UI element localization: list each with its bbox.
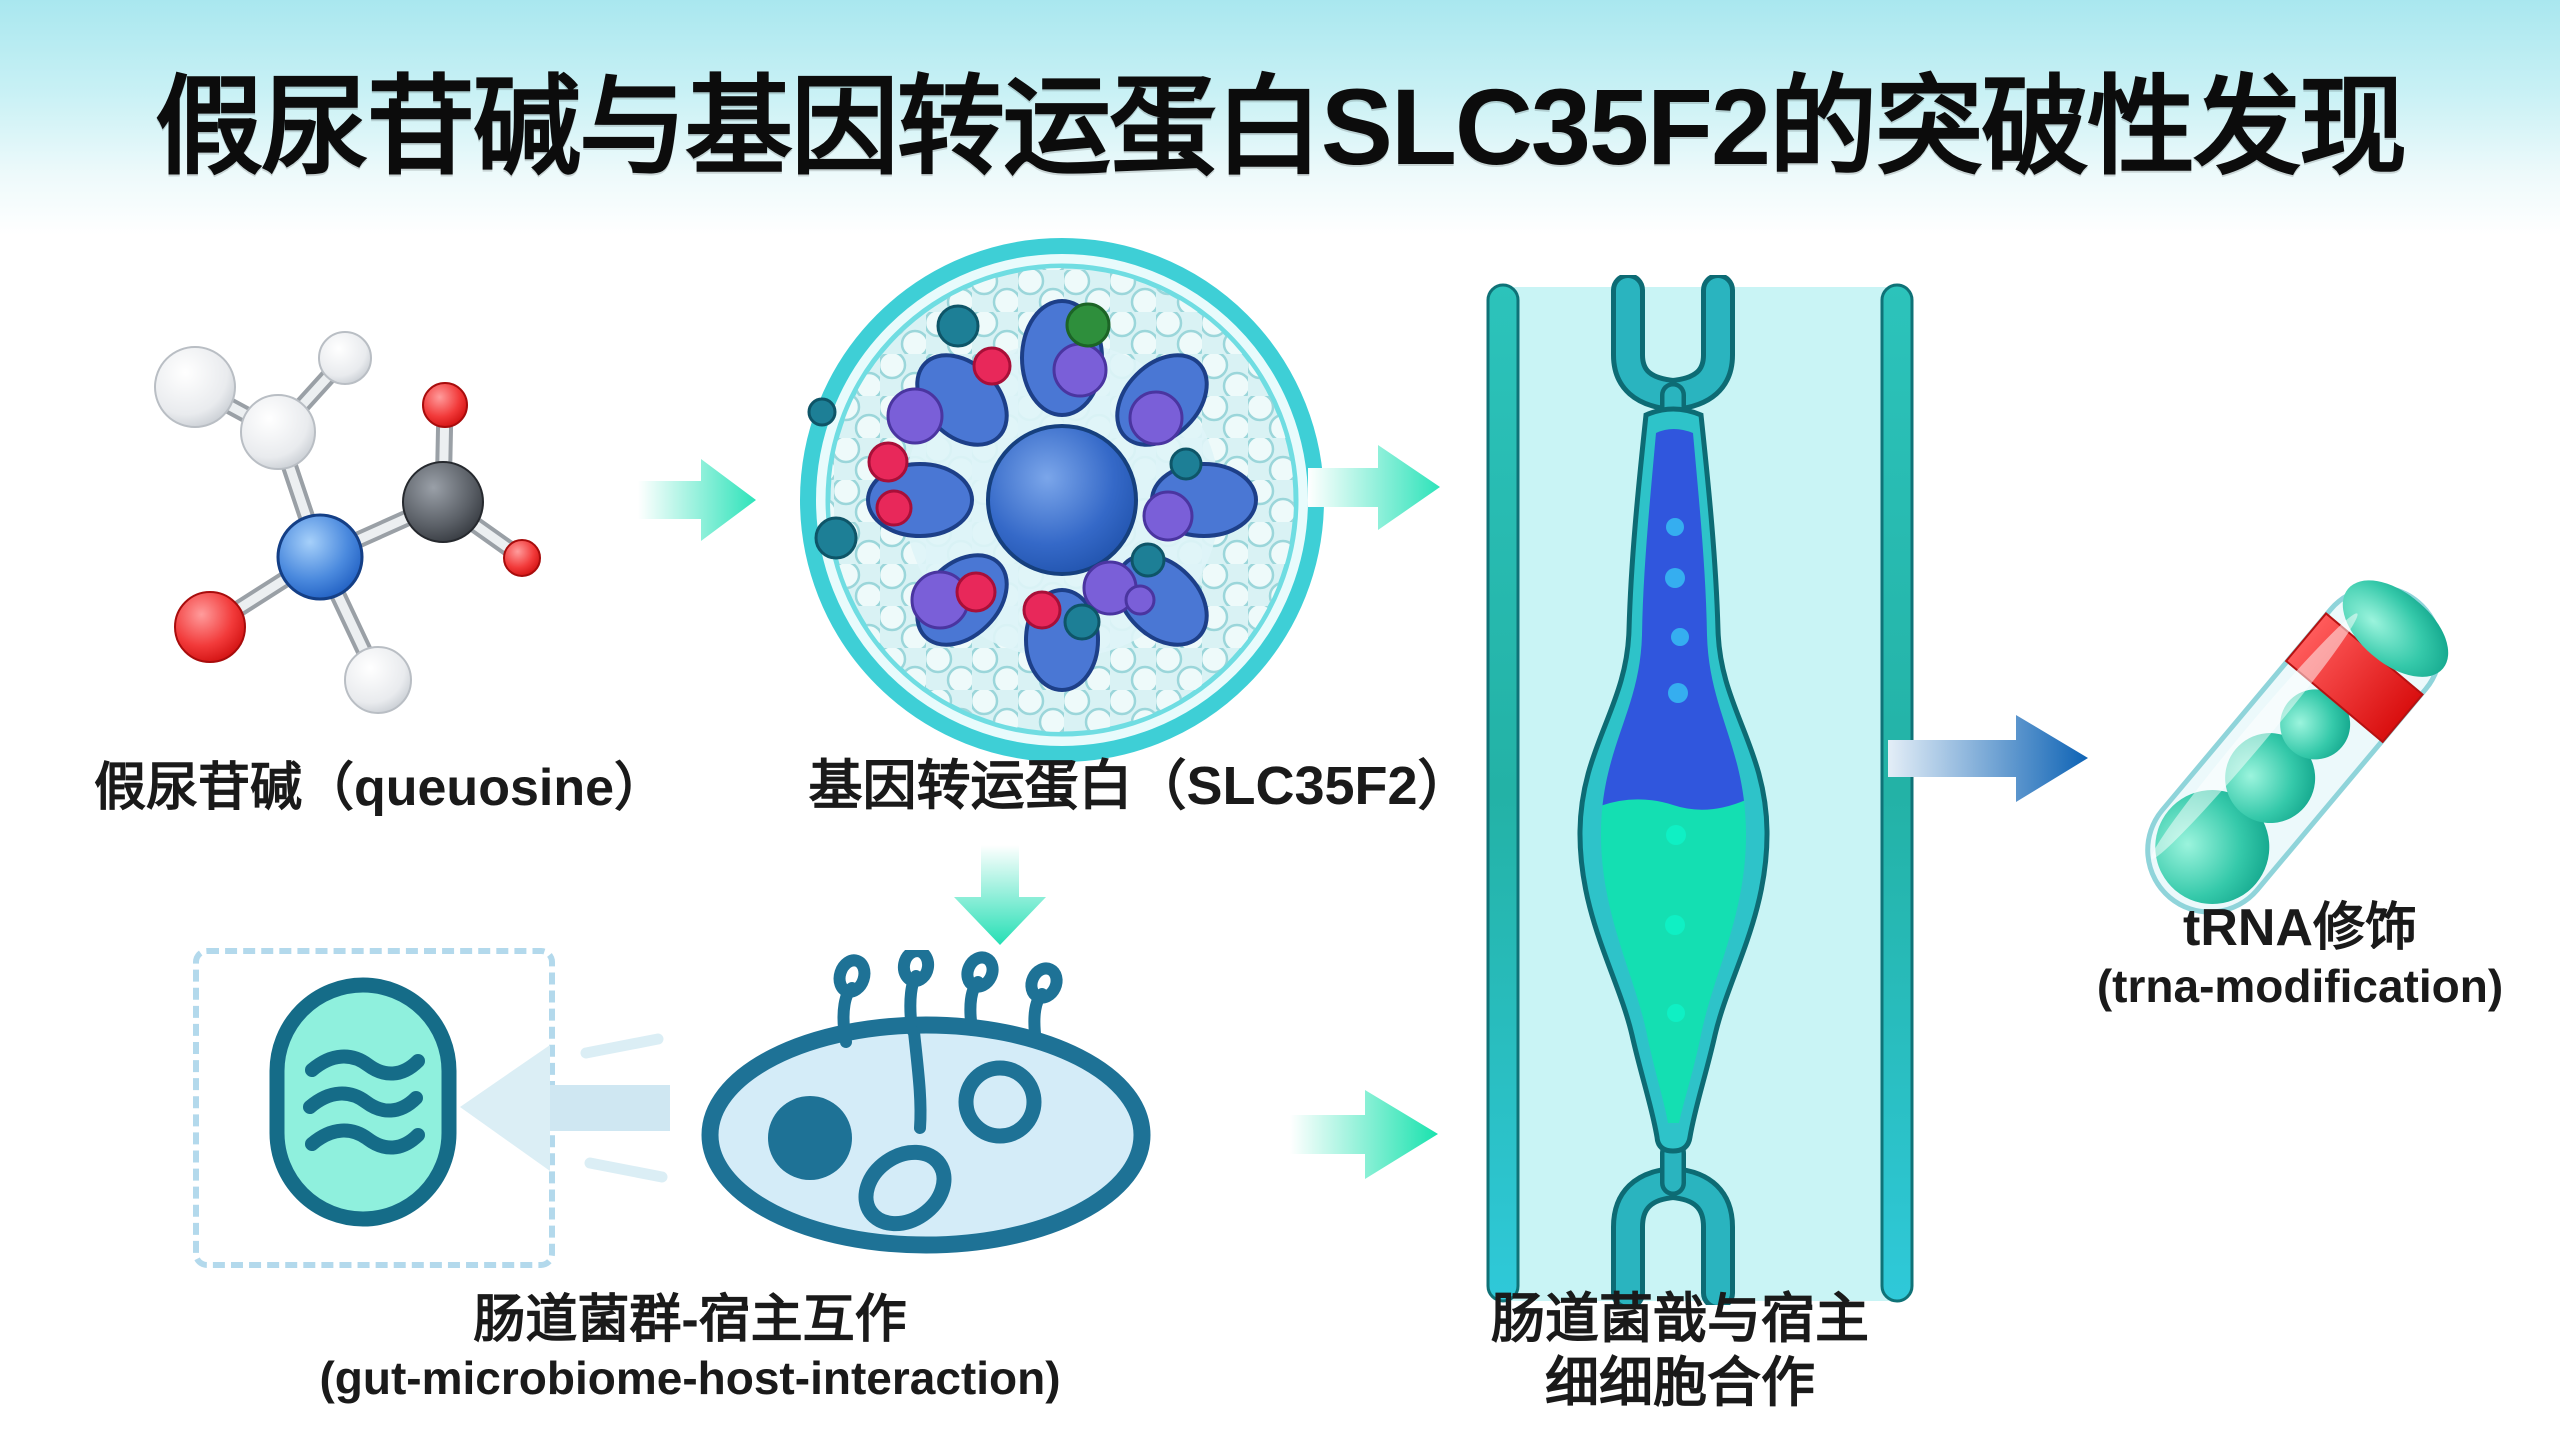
channel-right-wall xyxy=(1880,283,1914,1303)
arrow-right-channel-to-trna-icon xyxy=(1888,715,2088,802)
arrow-down-transporter-to-bacterium-icon xyxy=(954,845,1046,945)
carbon-atom-dark xyxy=(402,461,484,543)
green-cargo-dot xyxy=(1065,302,1111,348)
transporter-label: 基因转运蛋白（SLC35F2） xyxy=(808,756,1472,816)
gut-host-cell-label-line1: 肠道菌戠与宿主 xyxy=(1491,1289,1869,1349)
oxygen-atom xyxy=(174,591,246,663)
page-title: 假尿苷碱与基因转运蛋白SLC35F2的突破性发现 xyxy=(154,65,2407,187)
gut-bacterium-icon xyxy=(701,950,1151,1254)
oxygen-atom xyxy=(422,382,468,428)
arrow-right-molecule-to-vesicle-icon xyxy=(638,459,756,541)
trna-capsule-icon xyxy=(2145,580,2449,915)
bacterium-pili xyxy=(833,950,1063,1134)
channel-left-wall xyxy=(1486,283,1520,1303)
gut-microbiome-label-en: (gut-microbiome-host-interaction) xyxy=(319,1352,1061,1405)
queuosine-label: 假尿苷碱（queuosine） xyxy=(93,759,667,817)
hydrogen-atom xyxy=(344,646,412,714)
hydrogen-atom xyxy=(318,331,372,385)
nitrogen-atom xyxy=(276,513,364,601)
gut-microbiome-label-zh: 肠道菌群-宿主互作 xyxy=(473,1291,907,1349)
trna-end-cap xyxy=(2342,580,2449,677)
header-band: 假尿苷碱与基因转运蛋白SLC35F2的突破性发现 xyxy=(0,0,2560,235)
beam-arrow-left-icon xyxy=(460,1033,670,1183)
gut-host-cell-label-line2: 细细胞合作 xyxy=(1545,1352,1815,1413)
oxygen-atom xyxy=(503,539,541,577)
vesicle-cargo-dots xyxy=(807,302,1203,641)
arrow-right-vesicle-to-channel-icon xyxy=(1308,445,1440,530)
bacterium-granule xyxy=(858,1144,952,1232)
bacterium-nucleoid xyxy=(768,1096,852,1180)
molecule-atoms xyxy=(154,331,541,714)
transporter-vesicle-icon xyxy=(800,238,1324,762)
hydrogen-atom xyxy=(154,346,236,428)
trna-label: tRNA修饰 (trna-modification) xyxy=(2020,898,2560,1014)
gut-channel-icon xyxy=(1486,275,1914,1305)
carbon-atom-light xyxy=(240,394,316,470)
gut-host-cell-label: 肠道菌戠与宿主 细细胞合作 xyxy=(1430,1288,1930,1415)
trna-glass-shine xyxy=(2151,613,2358,859)
trna-bead-small xyxy=(2280,689,2351,760)
droplet-bubbles xyxy=(1665,518,1689,1022)
channel-bottom-funnel xyxy=(1611,1140,1735,1305)
arrow-right-bacterium-to-channel-icon xyxy=(1290,1090,1438,1179)
queuosine-molecule-icon xyxy=(154,331,541,714)
microbiome-capsule-icon xyxy=(269,977,670,1227)
trna-label-en: (trna-modification) xyxy=(2096,960,2504,1013)
gut-microbiome-label: 肠道菌群-宿主互作 (gut-microbiome-host-interacti… xyxy=(190,1290,1190,1406)
trna-label-zh: tRNA修饰 xyxy=(2183,899,2417,957)
bacterium-vacuole xyxy=(958,1060,1042,1144)
capsule-wave-lines xyxy=(303,1049,425,1155)
